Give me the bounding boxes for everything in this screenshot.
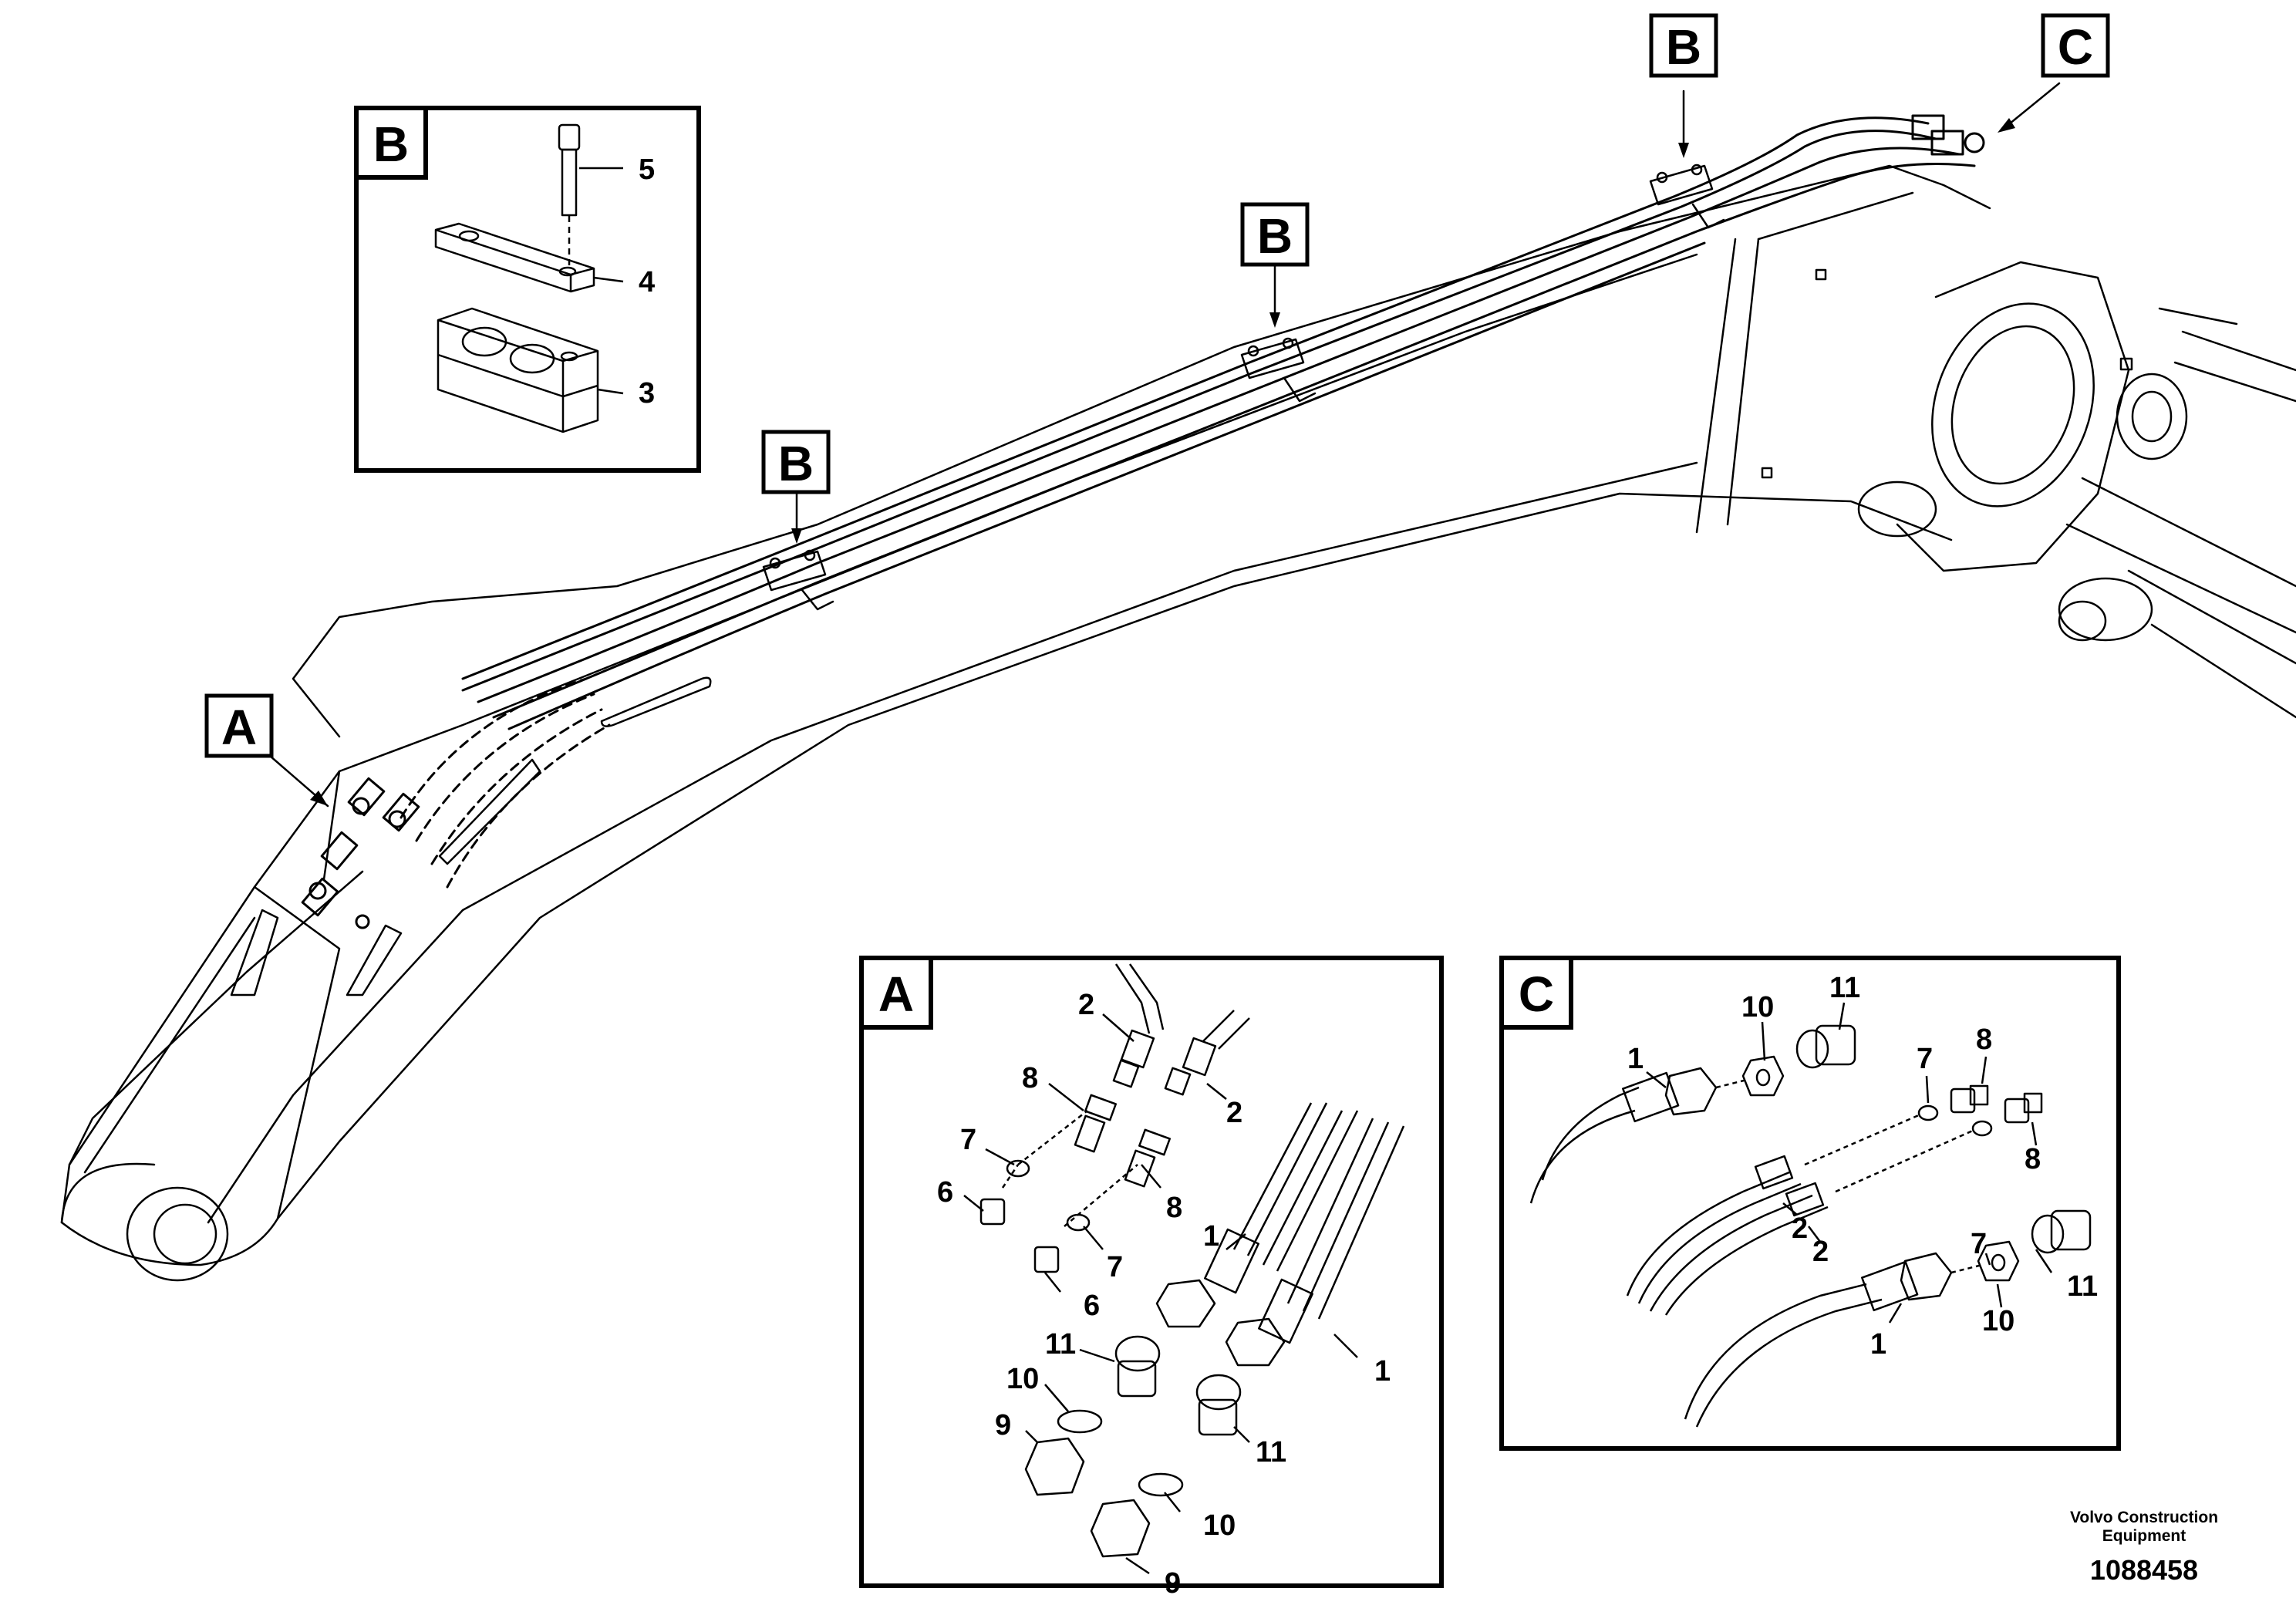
callout-label: 2 <box>1792 1212 1808 1245</box>
callout-label: 7 <box>1917 1043 1933 1075</box>
callout-label: 3 <box>639 377 655 410</box>
callout-label: 1 <box>1627 1043 1644 1075</box>
main-box-b2: B <box>1240 202 1310 267</box>
company-line2: Equipment <box>2102 1527 2186 1545</box>
callout-label: 7 <box>1107 1251 1123 1283</box>
callout-label: 8 <box>1022 1062 1038 1094</box>
callout-label: 6 <box>1084 1290 1100 1322</box>
boom-body <box>60 164 2296 1282</box>
view-letter-label: C <box>1519 966 1554 1022</box>
callout-label: 9 <box>1165 1567 1181 1600</box>
boom-clamp-1 <box>762 549 834 611</box>
callout-label: 8 <box>1166 1192 1182 1224</box>
callout-label: 8 <box>1976 1023 1992 1056</box>
view-letter-label: B <box>1666 19 1701 75</box>
callout-label: 10 <box>1741 991 1774 1023</box>
callout-label: 1 <box>1374 1355 1391 1388</box>
boom-clamp-2 <box>1240 337 1317 403</box>
inset-c: C <box>1499 956 2121 1451</box>
callout-label: 2 <box>1078 989 1094 1021</box>
callout-label: 10 <box>1203 1509 1236 1542</box>
main-box-b3: B <box>1649 13 1718 78</box>
callout-label: 2 <box>1226 1097 1242 1129</box>
callout-label: 10 <box>1006 1363 1039 1395</box>
callout-label: 10 <box>1982 1305 2014 1337</box>
main-box-c: C <box>2041 13 2110 78</box>
callout-label: 11 <box>1256 1436 1286 1469</box>
view-letter-label: C <box>2058 19 2093 75</box>
boom-hoses <box>301 114 1985 929</box>
callout-label: 11 <box>1045 1328 1076 1361</box>
callout-label: 7 <box>960 1124 976 1156</box>
view-letter-label: B <box>373 116 409 172</box>
main-box-b1: B <box>761 430 831 494</box>
callout-label: 7 <box>1971 1228 1987 1260</box>
inset-b: B 5 4 3 <box>354 106 701 473</box>
inset-a: A <box>859 956 1444 1600</box>
callout-label: 11 <box>2067 1270 2098 1303</box>
callout-label: 1 <box>1203 1220 1219 1253</box>
callout-label: 5 <box>639 153 655 186</box>
main-box-a: A <box>204 693 274 758</box>
callout-label: 6 <box>937 1176 953 1209</box>
callout-label: 9 <box>995 1409 1011 1442</box>
company-caption: Volvo Construction Equipment <box>2052 1509 2237 1546</box>
view-letter-label: B <box>778 436 814 491</box>
callout-label: 4 <box>639 266 655 298</box>
company-line1: Volvo Construction <box>2069 1509 2219 1526</box>
callout-label: 2 <box>1812 1236 1829 1268</box>
callout-label: 8 <box>2025 1143 2041 1175</box>
view-letter-label: B <box>1257 208 1293 264</box>
view-letter-label: A <box>221 700 257 755</box>
drawing-number: 1088458 <box>2089 1554 2199 1586</box>
callout-label: 1 <box>1870 1328 1886 1361</box>
boom-clamp-3 <box>1649 164 1725 229</box>
view-letter-label: A <box>878 966 914 1022</box>
callout-label: 11 <box>1829 972 1860 1004</box>
